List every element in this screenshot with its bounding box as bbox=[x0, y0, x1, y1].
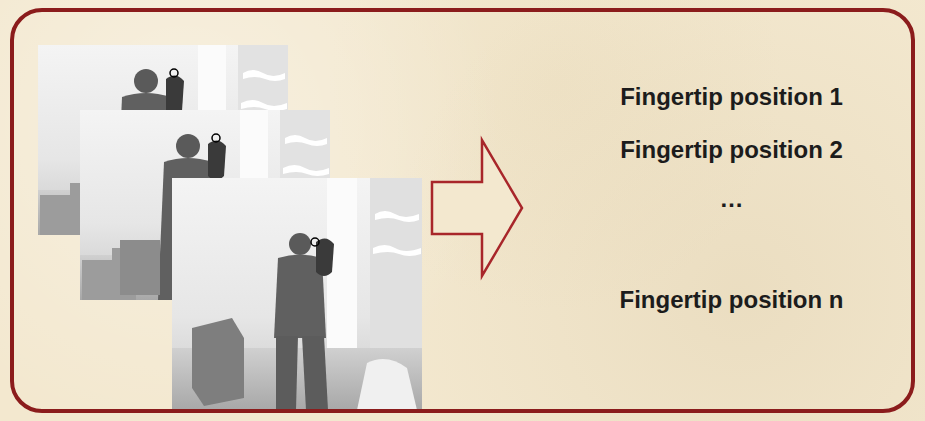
fingertip-text: Fingertip position 2 bbox=[555, 136, 908, 165]
rounded-frame: Fingertip position 1 Fingertip position 2… bbox=[10, 8, 915, 413]
hollow-arrow bbox=[432, 140, 522, 276]
fingertip-text: Fingertip position n bbox=[555, 286, 908, 315]
fingertip-text: … bbox=[555, 185, 908, 214]
fingertip-text: Fingertip position 1 bbox=[555, 83, 908, 112]
